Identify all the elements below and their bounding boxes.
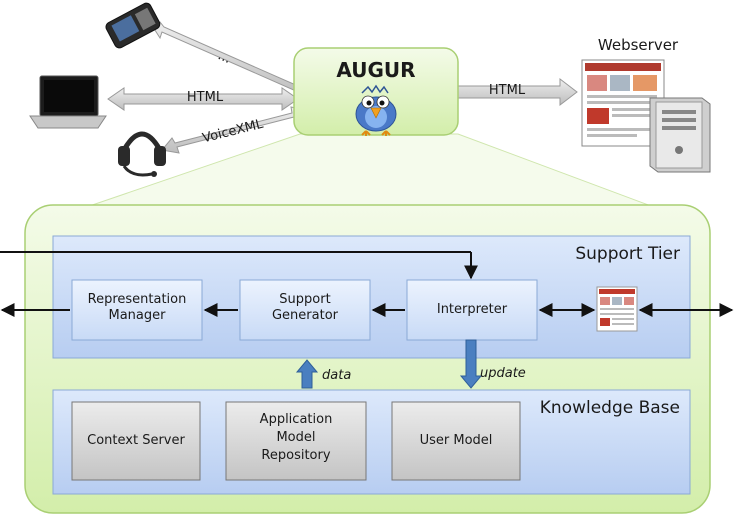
webserver-connection-label: HTML <box>488 83 526 98</box>
laptop-connection-label: HTML <box>186 90 224 105</box>
user-model-box <box>391 401 521 481</box>
interpreter-box <box>406 279 538 341</box>
update-flow-label: update <box>480 366 526 381</box>
context-server-label: Context Server <box>87 433 185 448</box>
support-generator-label: Support Generator <box>271 292 338 324</box>
representation-manager-box <box>71 279 203 341</box>
support-tier-title: Support Tier <box>575 244 680 264</box>
application-model-repository-label: Application Model Repository <box>259 412 333 464</box>
laptop-icon <box>29 75 107 129</box>
user-model-label: User Model <box>419 433 493 448</box>
representation-manager-label: Representation Manager <box>87 292 187 324</box>
webserver-label: Webserver <box>597 36 679 54</box>
data-flow-label: data <box>322 368 352 383</box>
context-server-box <box>71 401 201 481</box>
mobile-phone-icon <box>105 2 161 49</box>
headset-icon <box>118 131 166 177</box>
knowledge-base-title: Knowledge Base <box>539 398 680 418</box>
augur-title: AUGUR <box>336 58 416 82</box>
application-model-repository-box <box>225 401 367 481</box>
data-arrow <box>295 359 319 389</box>
support-generator-box <box>239 279 371 341</box>
augur-bird-icon <box>355 84 397 136</box>
augur-box <box>293 47 459 136</box>
webserver-icon <box>581 59 711 173</box>
interpreter-label: Interpreter <box>436 302 508 317</box>
update-arrow <box>459 339 483 389</box>
webpage-thumbnail-icon <box>596 286 638 332</box>
